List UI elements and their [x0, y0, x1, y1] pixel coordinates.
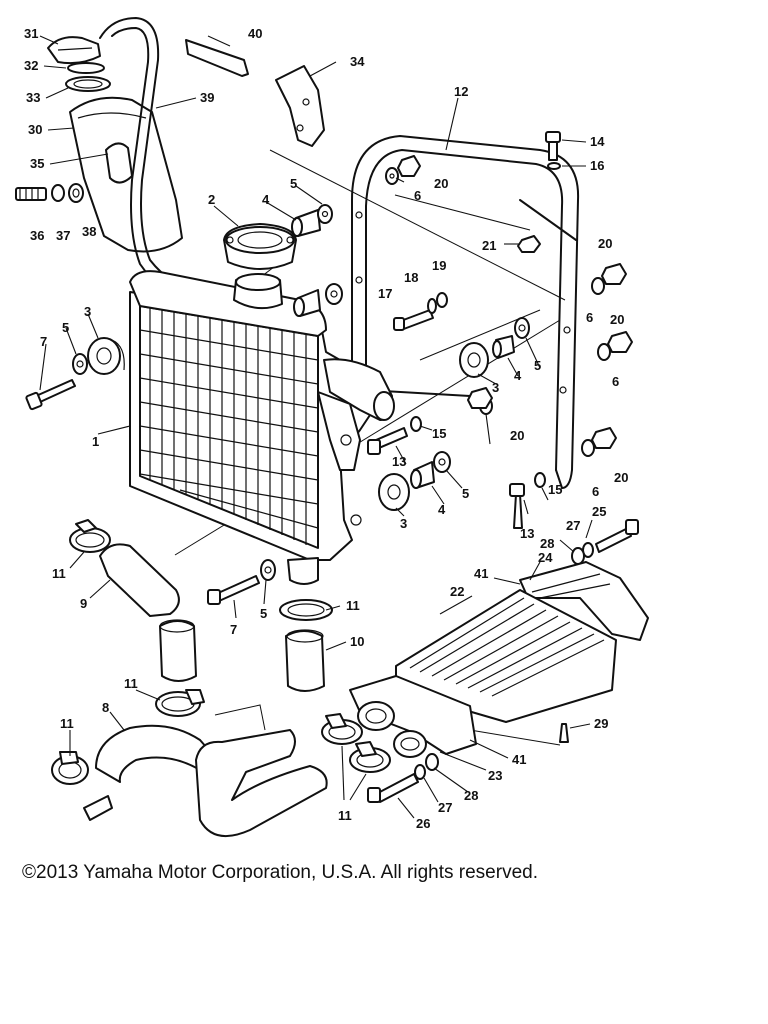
reservoir-tank-group [15, 36, 183, 253]
callout-11: 11 [338, 808, 352, 823]
callout-33: 33 [26, 90, 40, 105]
callout-20: 20 [614, 470, 628, 485]
callout-15: 15 [548, 482, 562, 497]
callout-11: 11 [124, 676, 138, 691]
callout-31: 31 [24, 26, 38, 41]
callout-3: 3 [492, 380, 499, 395]
radiator [129, 270, 395, 585]
callout-5: 5 [462, 486, 469, 501]
callout-28: 28 [540, 536, 554, 551]
callout-20: 20 [434, 176, 448, 191]
overflow-hose [99, 17, 207, 297]
callout-23: 23 [488, 768, 502, 783]
callout-20: 20 [510, 428, 524, 443]
callout-labels: 31 40 32 34 33 39 30 12 35 14 16 20 6 36… [24, 26, 628, 831]
callout-39: 39 [200, 90, 214, 105]
mount-hardware [25, 131, 639, 803]
callout-41: 41 [474, 566, 488, 581]
callout-19: 19 [432, 258, 446, 273]
callout-22: 22 [450, 584, 464, 599]
cap-gasket [67, 62, 105, 74]
callout-27: 27 [566, 518, 580, 533]
callout-36: 36 [30, 228, 44, 243]
callout-25: 25 [592, 504, 606, 519]
callout-13: 13 [392, 454, 406, 469]
radiator-cap [223, 223, 297, 270]
callout-30: 30 [28, 122, 42, 137]
callout-10: 10 [350, 634, 364, 649]
reservoir-cap [47, 36, 101, 65]
callout-13: 13 [520, 526, 534, 541]
callout-5: 5 [260, 606, 267, 621]
callout-37: 37 [56, 228, 70, 243]
callout-28: 28 [464, 788, 478, 803]
callout-26: 26 [416, 816, 430, 831]
callout-34: 34 [350, 54, 365, 69]
callout-11: 11 [60, 716, 74, 731]
callout-17: 17 [378, 286, 392, 301]
callout-3: 3 [84, 304, 91, 319]
callout-35: 35 [30, 156, 44, 171]
callout-8: 8 [102, 700, 109, 715]
callout-40: 40 [248, 26, 262, 41]
callout-6: 6 [414, 188, 421, 203]
oil-cooler [349, 561, 649, 758]
callout-6: 6 [612, 374, 619, 389]
tank-bracket [275, 65, 325, 147]
callout-5: 5 [534, 358, 541, 373]
leader-lines [39, 35, 593, 819]
callout-6: 6 [586, 310, 593, 325]
tank-washer [51, 184, 65, 202]
radiator-exploded-diagram: 31 40 32 34 33 39 30 12 35 14 16 20 6 36… [15, 17, 649, 838]
callout-11: 11 [346, 598, 360, 613]
callout-15: 15 [432, 426, 446, 441]
callout-6: 6 [592, 484, 599, 499]
callout-4: 4 [262, 192, 270, 207]
callout-4: 4 [514, 368, 522, 383]
callout-32: 32 [24, 58, 38, 73]
callout-20: 20 [598, 236, 612, 251]
cap-ring [65, 76, 111, 92]
callout-2: 2 [208, 192, 215, 207]
callout-38: 38 [82, 224, 96, 239]
callout-7: 7 [230, 622, 237, 637]
callout-29: 29 [594, 716, 608, 731]
callout-14: 14 [590, 134, 605, 149]
copyright-notice: ©2013 Yamaha Motor Corporation, U.S.A. A… [22, 862, 538, 883]
callout-12: 12 [454, 84, 468, 99]
callout-16: 16 [590, 158, 604, 173]
callout-21: 21 [482, 238, 496, 253]
hoses-and-clamps [51, 519, 391, 838]
callout-11: 11 [52, 566, 66, 581]
tank-collar [68, 183, 84, 203]
hose-clip [185, 39, 249, 77]
callout-3: 3 [400, 516, 407, 531]
callout-18: 18 [404, 270, 418, 285]
callout-9: 9 [80, 596, 87, 611]
callout-27: 27 [438, 800, 452, 815]
callout-5: 5 [290, 176, 297, 191]
callout-5: 5 [62, 320, 69, 335]
callout-24: 24 [538, 550, 553, 565]
callout-20: 20 [610, 312, 624, 327]
callout-41: 41 [512, 752, 526, 767]
callout-4: 4 [438, 502, 446, 517]
callout-7: 7 [40, 334, 47, 349]
callout-1: 1 [92, 434, 99, 449]
